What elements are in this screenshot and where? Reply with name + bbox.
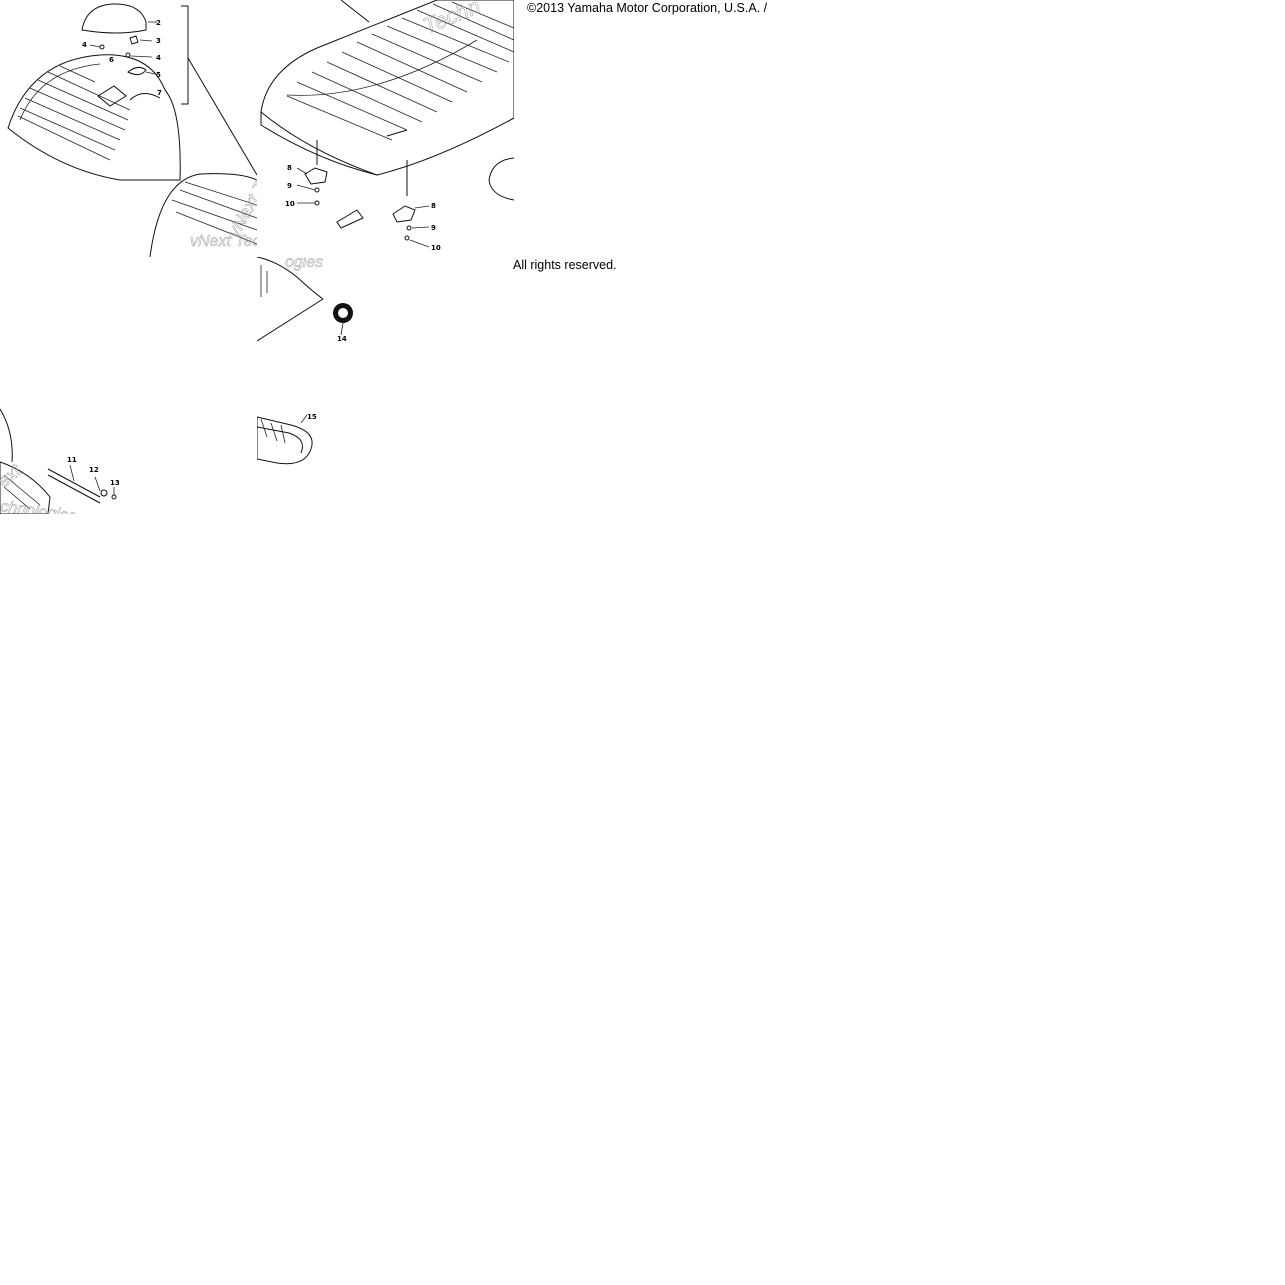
watermark-text: vNext Tec [190,233,257,250]
diagram-tile-strap: ext chnologies 11 12 13 [0,257,257,514]
callout-13: 13 [110,479,120,487]
callout-11: 11 [67,456,77,464]
callout-10b: 10 [431,244,441,252]
diagram-tile-seat-handle: vNext Tec vNext Tec 2 3 4 4 5 6 7 [0,0,257,257]
watermark-text: ogies [285,257,323,271]
seat-hinges-drawing: Techn 8 9 10 8 9 10 [260,0,514,252]
grommet-emblem-drawing: ogies 14 15 [257,257,353,465]
callout-5: 5 [156,71,161,79]
callout-4: 4 [156,54,161,62]
callout-2: 2 [156,19,161,27]
callout-8b: 8 [431,202,436,210]
callout-4b: 4 [82,41,87,49]
callout-7: 7 [157,89,162,97]
watermark-text: chnologies [0,498,78,514]
strap-drawing: ext chnologies 11 12 13 [0,408,120,514]
callout-10a: 10 [285,200,295,208]
callout-15: 15 [307,413,317,421]
watermark-text: ext [0,460,26,491]
callout-9a: 9 [287,182,292,190]
callout-8a: 8 [287,164,292,172]
callout-3: 3 [156,37,161,45]
copyright-notice: ©2013 Yamaha Motor Corporation, U.S.A. / [527,1,768,15]
callout-9b: 9 [431,224,436,232]
callout-12: 12 [89,466,99,474]
diagram-tile-grommet-emblem: ogies 14 15 [257,257,514,514]
rights-notice: All rights reserved. [513,258,617,272]
seat-handle-drawing: vNext Tec vNext Tec 2 3 4 4 5 6 7 [7,3,257,257]
callout-14: 14 [337,335,347,343]
callout-6: 6 [109,56,114,64]
watermark-text: Techn [420,0,484,39]
diagram-tile-seat-hinges: Techn 8 9 10 8 9 10 [257,0,514,257]
